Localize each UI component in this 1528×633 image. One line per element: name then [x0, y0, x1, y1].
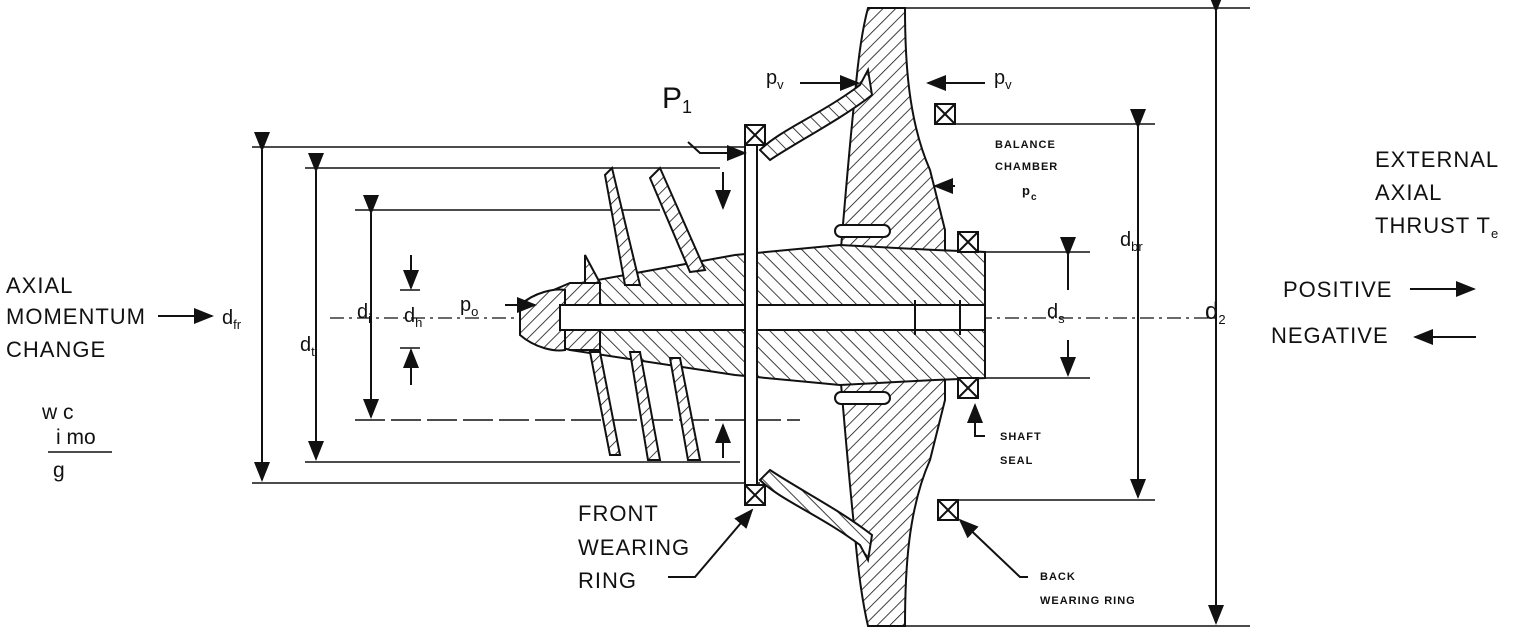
inducer-blades-top: [584, 166, 707, 286]
inducer-blades-bottom: [588, 351, 702, 461]
momentum-label-2: MOMENTUM: [6, 304, 146, 329]
label-d-fr: dfr: [222, 307, 242, 332]
label-d-h: dh: [404, 305, 423, 330]
label-d-s: ds: [1047, 301, 1065, 326]
fraction-mid: i mo: [56, 426, 96, 449]
fraction-bottom: g: [53, 459, 65, 482]
seal-boxes: [934, 103, 979, 521]
shaft-seal-1: SHAFT: [1000, 431, 1042, 443]
label-pv-right: pv: [994, 67, 1012, 92]
external-2: AXIAL: [1375, 180, 1443, 205]
label-d-t: dt: [300, 334, 315, 359]
balance-chamber-2: CHAMBER: [995, 161, 1059, 173]
negative-label: NEGATIVE: [1271, 323, 1389, 348]
leader-arrows: [158, 75, 1476, 578]
front-wearing-1: FRONT: [578, 501, 659, 526]
external-3: THRUST Te: [1375, 213, 1500, 241]
shaft: [559, 300, 986, 335]
positive-label: POSITIVE: [1283, 277, 1393, 302]
momentum-label-3: CHANGE: [6, 337, 107, 362]
label-pv-left: pv: [766, 67, 784, 92]
back-wearing-1: BACK: [1040, 571, 1076, 583]
balance-pc: pc: [1022, 183, 1038, 203]
label-d-br: dbr: [1120, 229, 1143, 254]
label-d-i: di: [357, 301, 372, 326]
impeller-body: [519, 7, 986, 627]
balance-chamber-1: BALANCE: [995, 139, 1056, 151]
balance-holes: [834, 224, 891, 405]
front-wearing-3: RING: [578, 568, 637, 593]
front-wearing-ring: [744, 124, 766, 506]
momentum-label-1: AXIAL: [6, 273, 74, 298]
label-d2: d2: [1205, 298, 1226, 327]
back-wearing-2: WEARING RING: [1040, 595, 1136, 607]
label-p-o: po: [460, 294, 479, 319]
fraction-top: w c: [42, 401, 74, 424]
label-P1: P1: [662, 82, 693, 117]
shaft-seal-2: SEAL: [1000, 455, 1034, 467]
dimension-arrows: [254, 0, 1224, 625]
external-1: EXTERNAL: [1375, 147, 1500, 172]
front-wearing-2: WEARING: [578, 535, 691, 560]
